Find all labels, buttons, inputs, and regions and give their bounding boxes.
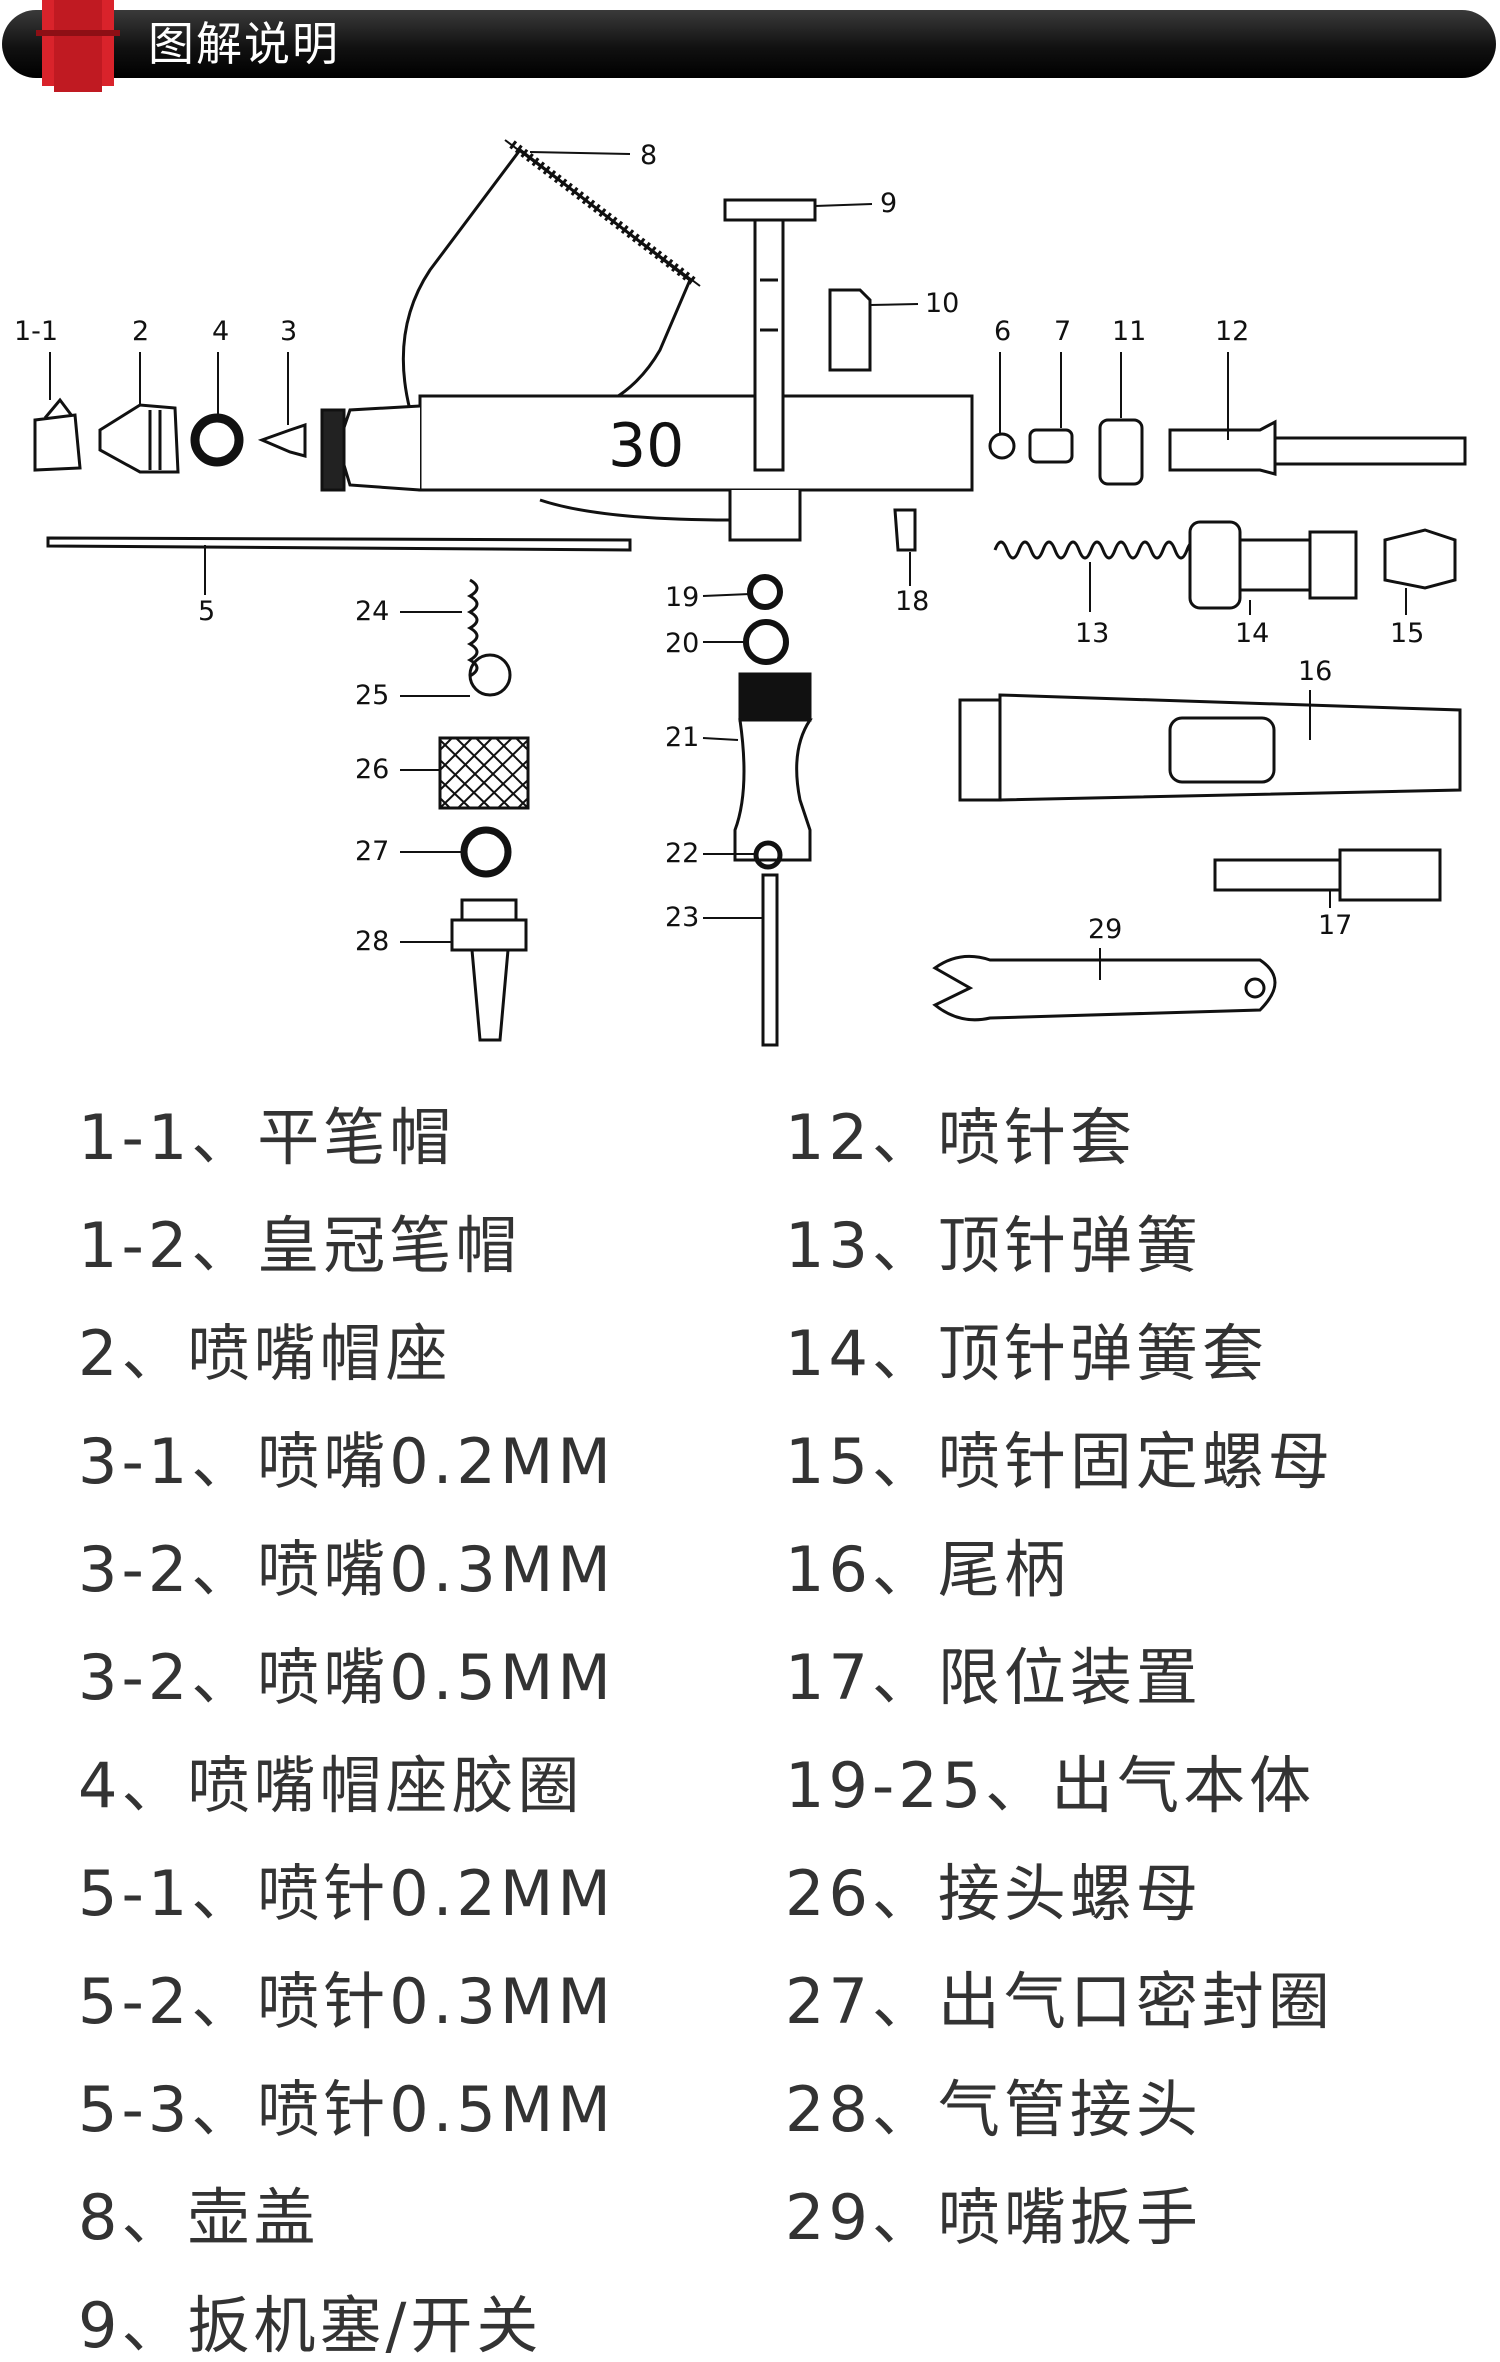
- legend-item-right-10: 28、气管接头: [785, 2073, 1202, 2146]
- callout-27: 27: [355, 836, 389, 867]
- body-model-number: 30: [608, 411, 684, 481]
- legend-item-right-2: 13、顶针弹簧: [785, 1209, 1202, 1282]
- connector-nut: [438, 736, 530, 810]
- legend-item-left-6: 3-2、喷嘴0.5MM: [78, 1641, 615, 1714]
- legend-item-right-1: 12、喷针套: [785, 1101, 1136, 1174]
- nozzle: [257, 422, 307, 458]
- legend-item-left-1: 1-1、平笔帽: [78, 1101, 456, 1174]
- part-25: [468, 653, 512, 697]
- trigger-part-10: [828, 288, 872, 372]
- callout-28: 28: [355, 926, 389, 957]
- cap-seat-o-ring: [190, 413, 244, 467]
- callout-3: 3: [280, 316, 297, 347]
- section-header-bar: [2, 10, 1496, 78]
- callout-19: 19: [665, 582, 699, 613]
- airbrush-body: [320, 394, 974, 542]
- callout-1-1: 1-1: [14, 316, 58, 347]
- trigger: [723, 198, 817, 472]
- legend-item-right-11: 29、喷嘴扳手: [785, 2181, 1202, 2254]
- callout-18: 18: [895, 586, 929, 617]
- legend-item-left-7: 4、喷嘴帽座胶圈: [78, 1749, 584, 1822]
- callout-23: 23: [665, 902, 699, 933]
- airbrush-exploded-diagram: 30: [14, 139, 1467, 1047]
- legend-item-right-7: 19-25、出气本体: [785, 1749, 1316, 1822]
- callout-16: 16: [1298, 656, 1332, 687]
- legend-item-left-10: 5-3、喷针0.5MM: [78, 2073, 615, 2146]
- callout-14: 14: [1235, 618, 1269, 649]
- callout-7: 7: [1054, 316, 1071, 347]
- callout-13: 13: [1075, 618, 1109, 649]
- spring-sleeve: [1188, 520, 1358, 610]
- legend-item-left-8: 5-1、喷针0.2MM: [78, 1857, 615, 1930]
- callout-12: 12: [1215, 316, 1249, 347]
- callout-11: 11: [1112, 316, 1146, 347]
- callout-24: 24: [355, 596, 389, 627]
- needle-spring: [993, 540, 1213, 560]
- callout-26: 26: [355, 754, 389, 785]
- callout-2: 2: [132, 316, 149, 347]
- callout-20: 20: [665, 628, 699, 659]
- legend-item-left-11: 8、壶盖: [78, 2181, 320, 2254]
- limit-device: [1213, 848, 1442, 902]
- outlet-seal-ring: [460, 826, 512, 878]
- legend-item-left-5: 3-2、喷嘴0.3MM: [78, 1533, 615, 1606]
- needle: [46, 536, 632, 552]
- callout-22: 22: [665, 838, 699, 869]
- legend-item-left-9: 5-2、喷针0.3MM: [78, 1965, 615, 2038]
- needle-sleeve: [1168, 419, 1277, 476]
- ring-20: [743, 619, 789, 665]
- callout-25: 25: [355, 680, 389, 711]
- part-6: [988, 432, 1016, 460]
- air-valve-body: [733, 672, 813, 862]
- legend-item-right-4: 15、喷针固定螺母: [785, 1425, 1334, 1498]
- spring-24: [466, 578, 479, 678]
- part-7: [1028, 428, 1074, 464]
- callout-10: 10: [925, 288, 959, 319]
- ring-19: [747, 574, 783, 610]
- callout-6: 6: [994, 316, 1011, 347]
- legend-item-left-3: 2、喷嘴帽座: [78, 1317, 452, 1390]
- paint-cup: [401, 139, 701, 422]
- flat-cap: [33, 397, 82, 472]
- legend-item-left-2: 1-2、皇冠笔帽: [78, 1209, 522, 1282]
- needle-lock-nut: [1383, 528, 1457, 590]
- part-11: [1098, 418, 1144, 486]
- valve-stem: [761, 873, 779, 1047]
- callout-29: 29: [1088, 914, 1122, 945]
- callout-17: 17: [1318, 910, 1352, 941]
- callout-21: 21: [665, 722, 699, 753]
- callout-4: 4: [212, 316, 229, 347]
- nozzle-wrench: [932, 954, 1277, 1022]
- callout-5: 5: [198, 596, 215, 627]
- legend-item-left-12: 9、扳机塞/开关: [78, 2289, 543, 2362]
- callout-15: 15: [1390, 618, 1424, 649]
- legend-item-right-5: 16、尾柄: [785, 1533, 1070, 1606]
- legend-item-right-6: 17、限位装置: [785, 1641, 1202, 1714]
- red-ribbon-icon: [36, 0, 120, 92]
- legend-item-right-3: 14、顶针弹簧套: [785, 1317, 1268, 1390]
- nozzle-cap-seat: [98, 403, 180, 474]
- legend-item-left-4: 3-1、喷嘴0.2MM: [78, 1425, 615, 1498]
- callout-9: 9: [880, 188, 897, 219]
- legend-item-right-8: 26、接头螺母: [785, 1857, 1202, 1930]
- part-18: [893, 508, 917, 552]
- callout-8: 8: [640, 140, 657, 171]
- section-title: 图解说明: [148, 17, 340, 71]
- tail-handle: [958, 693, 1462, 802]
- hose-fitting: [450, 898, 528, 1042]
- legend-item-right-9: 27、出气口密封圈: [785, 1965, 1334, 2038]
